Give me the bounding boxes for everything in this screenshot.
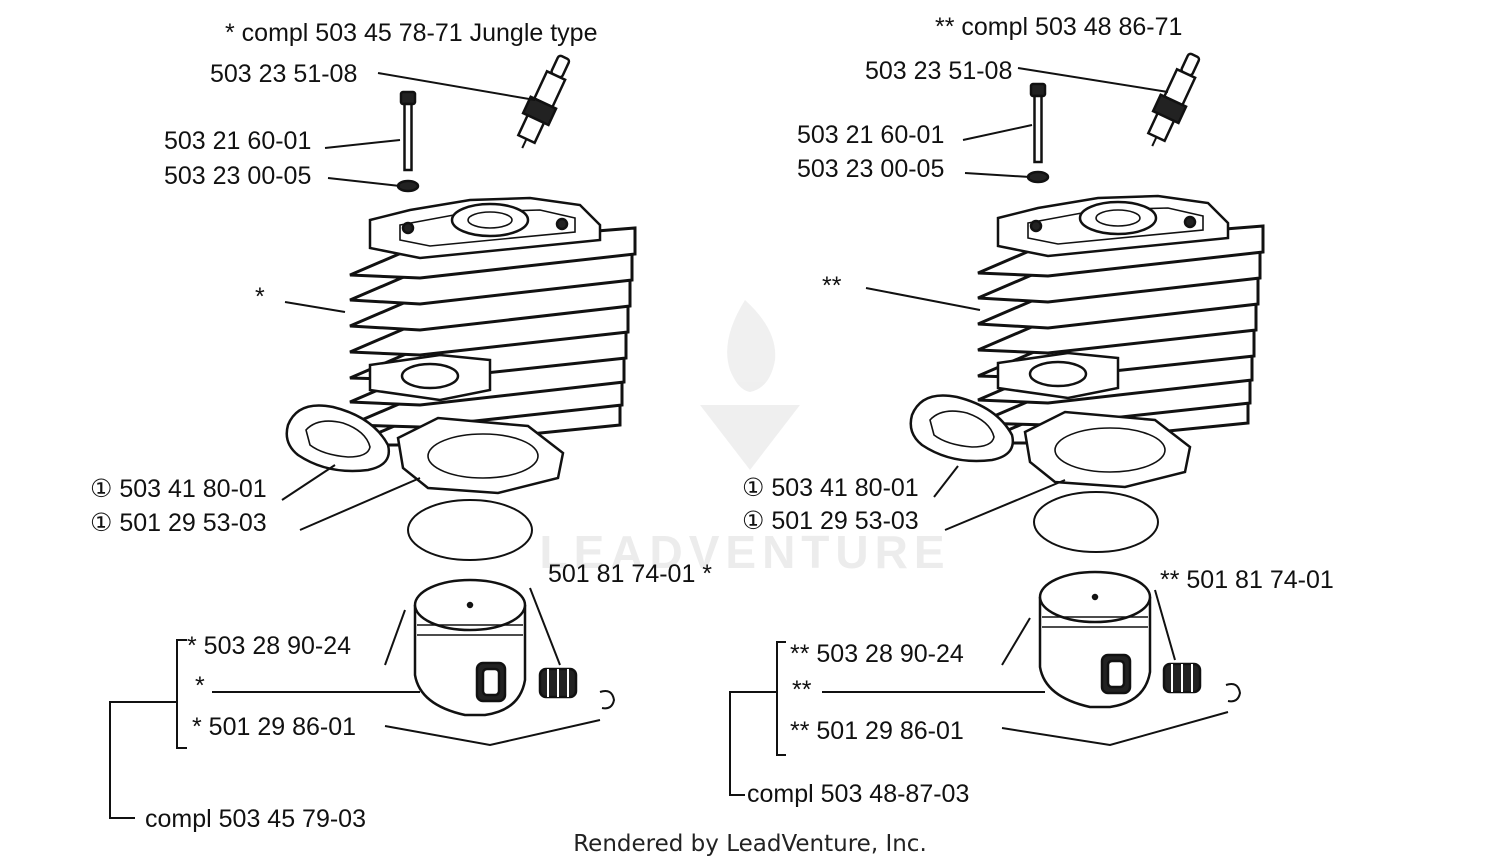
left-pin-label: * xyxy=(195,672,205,700)
right-assembly: ** compl 503 48 86-71 503 23 51-08 503 2… xyxy=(729,13,1334,808)
left-bearing-label: 501 81 74-01 * xyxy=(548,560,712,588)
right-bearing-label: ** 501 81 74-01 xyxy=(1160,566,1334,594)
right-circlip-label: ** 501 29 86-01 xyxy=(790,717,964,745)
right-piston-label: ** 503 28 90-24 xyxy=(790,640,964,668)
left-cylinder-label: * xyxy=(255,283,265,311)
left-exhaust-gasket-label: ① 503 41 80-01 xyxy=(90,475,267,503)
left-cylinder-icon xyxy=(348,196,637,447)
footer-credit: Rendered by LeadVenture, Inc. xyxy=(573,831,927,857)
left-kit-title: * compl 503 45 78-71 Jungle type xyxy=(225,19,597,47)
left-bolt-icon xyxy=(399,90,417,172)
right-washer-label: 503 23 00-05 xyxy=(797,155,944,183)
left-piston-label: * 503 28 90-24 xyxy=(187,632,351,660)
right-bolt-icon xyxy=(1029,82,1047,164)
right-spark-plug-label: 503 23 51-08 xyxy=(865,57,1012,85)
right-base-gasket-label: ① 501 29 53-03 xyxy=(742,507,919,535)
left-piston-ring-icon xyxy=(407,499,533,561)
left-spark-plug-icon xyxy=(508,50,579,156)
left-spark-plug-label: 503 23 51-08 xyxy=(210,60,357,88)
left-bolt-label: 503 21 60-01 xyxy=(164,127,311,155)
left-circlip-label: * 501 29 86-01 xyxy=(192,713,356,741)
right-pin-label: ** xyxy=(792,676,812,704)
right-washer-icon xyxy=(1026,170,1050,184)
right-cylinder-icon xyxy=(976,194,1265,445)
right-bolt-label: 503 21 60-01 xyxy=(797,121,944,149)
right-cylinder-label: ** xyxy=(822,272,842,300)
left-circlip-icon xyxy=(599,690,615,710)
right-circlip-icon xyxy=(1225,683,1241,703)
left-piston-kit-label: compl 503 45 79-03 xyxy=(145,805,366,833)
left-base-gasket-label: ① 501 29 53-03 xyxy=(90,509,267,537)
right-piston-icon xyxy=(1038,570,1152,709)
right-piston-ring-icon xyxy=(1033,491,1159,553)
left-washer-icon xyxy=(396,179,420,193)
left-piston-icon xyxy=(413,578,527,717)
right-exhaust-gasket-label: ① 503 41 80-01 xyxy=(742,474,919,502)
right-exhaust-gasket-icon xyxy=(909,394,1015,463)
watermark-logo-icon xyxy=(700,300,800,470)
left-assembly: * compl 503 45 78-71 Jungle type 503 23 … xyxy=(90,19,712,833)
left-washer-label: 503 23 00-05 xyxy=(164,162,311,190)
right-piston-kit-label: compl 503 48-87-03 xyxy=(747,780,969,808)
right-spark-plug-icon xyxy=(1138,48,1209,154)
right-needle-bearing-icon xyxy=(1162,662,1202,694)
watermark-text: LEADVENTURE xyxy=(539,526,950,578)
left-needle-bearing-icon xyxy=(538,667,578,699)
right-kit-title: ** compl 503 48 86-71 xyxy=(935,13,1182,41)
